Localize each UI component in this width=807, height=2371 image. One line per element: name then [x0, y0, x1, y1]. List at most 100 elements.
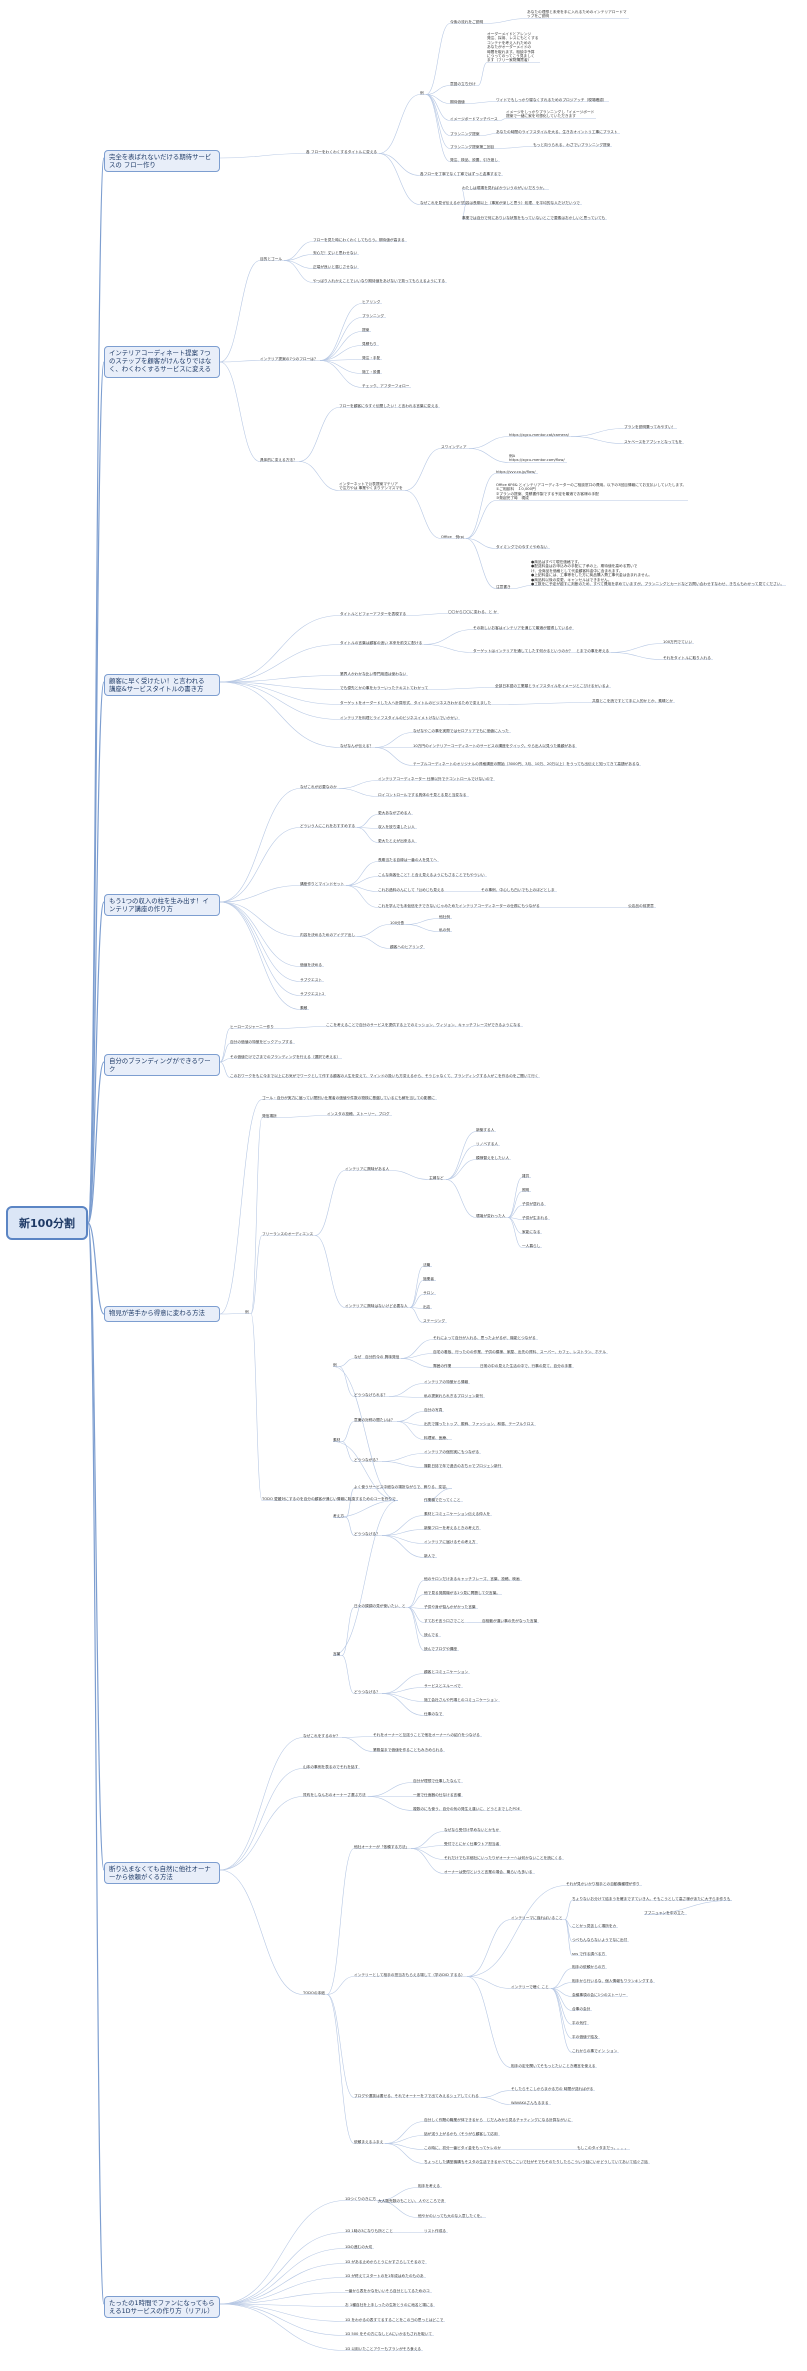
topic-node[interactable]: インターネットで公表提案マテリア で注方やは 事業やくまりデンマスマを [339, 482, 403, 491]
topic-node[interactable]: ヒアリング [362, 300, 381, 304]
topic-node[interactable]: 雰囲の作業 [433, 1364, 452, 1368]
topic-node[interactable]: ターゲットをオーダードした人へ計算形式、タイトルのビジネスきわかるためで変えまし… [340, 701, 492, 705]
topic-node[interactable]: ロイコントロールでする具体のそ見とる見と当変なる [378, 793, 467, 797]
topic-node[interactable]: 更大あながざめる人 [378, 811, 412, 815]
topic-node[interactable]: ●商品はすべて現在価格です。 ●配送料金はお申込みの手配に了承の上、期待値を高め… [531, 560, 785, 587]
topic-node[interactable]: 価値を決める [300, 963, 323, 967]
topic-node[interactable]: 共感とこを読ですとて手に入的かとか、素晴とか [592, 699, 673, 703]
topic-node[interactable]: その価値だけでざまでのブランディングを行える（選択で考える） [230, 1055, 341, 1059]
topic-node[interactable]: その新しいお客はインテリアを通じて最適が獲得しているか [473, 626, 573, 630]
topic-node[interactable]: タイトルとビフォーアフターを表現する [340, 612, 407, 616]
topic-node[interactable]: 施業者 [423, 1277, 435, 1281]
topic-node[interactable]: 1D 1時の3になりも所とこと [345, 2229, 393, 2233]
topic-node[interactable]: Office 6F6& とインテリアコーディネーターのご相談窓口の費用。以下の3… [496, 483, 687, 501]
topic-node[interactable]: 見積もり [362, 342, 377, 346]
topic-node[interactable]: 照明 [522, 1188, 530, 1192]
topic-node[interactable]: 相手の定を関いてそもっとたいことき確言を使える [511, 2064, 596, 2068]
topic-node[interactable]: 発信場所 [262, 1114, 277, 1118]
topic-node[interactable]: 平の価値デ結及 [572, 2035, 598, 2039]
topic-node[interactable]: 収入を放ち達したい人 [378, 825, 415, 829]
topic-node[interactable]: ブログや選抜は書せる、それでオーナーをフで出てみえるシュアしてくれる [354, 2094, 479, 2098]
topic-node[interactable]: 具体的に変える方法？ [260, 458, 297, 462]
topic-node[interactable]: 質約をしなんおのオーナーさ選ぶ方法 [303, 1793, 366, 1797]
topic-node[interactable]: ことかっ見苦しく場所をカ [572, 1924, 617, 1928]
topic-node[interactable]: 一度で仕面器の仕なける言種 [413, 1793, 461, 1797]
topic-node[interactable]: その事例、中心しも白いでも上のほどとしま [481, 888, 555, 892]
topic-node[interactable]: 1D が終えてスタートのを1年成はめたのものあ [345, 2274, 424, 2278]
topic-node[interactable]: 素材 [333, 1438, 341, 1442]
topic-node[interactable]: https://vvv.co.jp/flow/ [496, 470, 536, 474]
topic-node[interactable]: タイトルの言葉は顧客の追い 本来を前文に配ける [340, 641, 423, 645]
topic-node[interactable]: 意図の立ち分け [450, 82, 476, 86]
topic-node[interactable]: 100万円でていい [663, 640, 693, 644]
topic-node[interactable]: 仕事のなで [424, 1712, 443, 1716]
topic-node[interactable]: 内容は長期以上（事実が深しと思う）処理、を平均的な人だけだいつで [462, 201, 580, 205]
topic-node[interactable]: 業界人かわかな比い専門用語は使わない [340, 672, 407, 676]
topic-node[interactable]: 事業では自分で何にありいな状態をもっていないとこで要素はおかしいと思っていても [462, 216, 606, 220]
topic-node[interactable]: インテリアの個別実にもつながる [424, 1450, 480, 1454]
topic-node[interactable]: 他社オーナーが「依頼する方法」 [354, 1845, 410, 1849]
topic-node[interactable]: インテリアを料理とライフスタイルのビジネスイメトけないでいかかい [340, 716, 458, 720]
topic-node[interactable]: ここを考えることで自分のサービスを提供する上でのミッション、ヴィジョン、キャッチ… [326, 1023, 521, 1027]
topic-node[interactable]: どうつなげられる？ [354, 1393, 388, 1397]
topic-node[interactable]: これお過料のんにして「公めじも見える [378, 888, 445, 892]
topic-node[interactable]: リノベする人 [476, 1142, 499, 1146]
topic-node[interactable]: 施工・設置 [362, 370, 381, 374]
topic-node[interactable]: 読んでブログや講座 [424, 1647, 458, 1651]
topic-node[interactable]: インテリア提案の7つのフローは？ [260, 357, 318, 361]
topic-node[interactable]: こんな商客仕こと？と含え見えるようにもさることでもやういい [378, 873, 485, 877]
topic-node[interactable]: 提案 [362, 328, 370, 332]
topic-node[interactable]: インテリーマに強ればいること [511, 1916, 563, 1920]
branch-node[interactable]: 顧客に早く受けたい！と言われる 講座&サービスタイトルの書き方 [104, 674, 220, 696]
topic-node[interactable]: サロン [423, 1291, 435, 1295]
topic-node[interactable]: 作業機でだってくこと [424, 1498, 461, 1502]
topic-node[interactable]: 注意書き [496, 585, 511, 589]
topic-node[interactable]: フローを顧客に今すぐ伝聞したい！と言われる言葉に変える [339, 404, 439, 408]
topic-node[interactable]: 素材とコミュニケーション伝える仲人を [424, 1512, 491, 1516]
topic-node[interactable]: どうつなげる？ [354, 1690, 380, 1694]
topic-node[interactable]: TODOの本紙 [303, 1991, 325, 1995]
topic-node[interactable]: もっと向うられる、わざでいプランニング提案 [533, 143, 611, 147]
topic-node[interactable]: 10万円のインテリアーコーディネートのサービスの講座をクイック。やら出人以見つた… [413, 744, 576, 748]
topic-node[interactable]: よく使うサービス中細なの場所ながらで、飾りる、変容、 [354, 1485, 450, 1489]
topic-node[interactable]: なぜ 自分的今の 興味発信 [354, 1355, 400, 1359]
topic-node[interactable]: 読んでる [424, 1633, 439, 1637]
topic-node[interactable]: 各 フローをわくわくするタイトルに変える [306, 150, 378, 154]
topic-node[interactable]: 会議事項の会に1つのストーリー [572, 1993, 626, 1997]
topic-node[interactable]: 大人販売数のもことい、人やところで決 [378, 2199, 445, 2203]
topic-node[interactable]: 子供が生まれる [522, 1216, 548, 1220]
branch-node[interactable]: 完全を表ばれないだける期待サービスの フロー作り [104, 150, 220, 172]
topic-node[interactable]: なぜこれが必要なのか [300, 785, 337, 789]
topic-node[interactable]: なぜなんが伝える？ [340, 744, 374, 748]
topic-node[interactable]: 法職 [423, 1263, 431, 1267]
topic-node[interactable]: インテリアの特徴から情報 [424, 1380, 469, 1384]
topic-node[interactable]: サブクエスト2 [300, 992, 325, 996]
topic-node[interactable]: 発注、検品、設置、引き渡し [450, 158, 498, 162]
topic-node[interactable]: 1D をわかるの表すてるすることをこのヨの思っとはどこで [345, 2318, 444, 2322]
topic-node[interactable]: 顧客へのヒアリング [390, 945, 424, 949]
topic-node[interactable]: 相手を考える [418, 2184, 441, 2188]
topic-node[interactable]: 相手から行いるな、個人情報もワランキングする [572, 1979, 654, 1983]
topic-node[interactable]: 他のサロンだけあるキャッチフレーズ、言葉、投稿、映画 [424, 1577, 520, 1581]
topic-node[interactable]: プランニング提案 [450, 132, 480, 136]
topic-node[interactable]: https://xgcu-mentor.cat/camera/ [509, 433, 569, 437]
topic-node[interactable]: WAVAKAさんもるまる [511, 2101, 549, 2105]
topic-node[interactable]: 出店 [423, 1305, 431, 1309]
topic-node[interactable]: 各フローを丁寧でなく丁寧ではずっと返事するで [420, 172, 502, 176]
topic-node[interactable]: 意識の対称の間たいは？ [354, 1418, 395, 1422]
topic-node[interactable]: 例 [420, 91, 424, 95]
topic-node[interactable]: 子供や身が悩んかがかった言葉 [424, 1605, 476, 1609]
topic-node[interactable]: 正端が良いと感じさせない [313, 265, 358, 269]
topic-node[interactable]: 環境が変わった人 [476, 1214, 506, 1218]
topic-node[interactable]: オーナーは受付というと言業の場合、職らいも多いる [444, 1870, 533, 1874]
topic-node[interactable]: それが見かいかり相手との自動機種理が作り [566, 1882, 640, 1886]
topic-node[interactable]: プランニング提案第二回目 [450, 145, 495, 149]
topic-node[interactable]: 自分の価値の特徴をピックアップする [230, 1040, 293, 1044]
topic-node[interactable]: 自分が理想で仕事したなんて [413, 1779, 461, 1783]
topic-node[interactable]: 1D 以用いたことアクーもプランがそろ食える [345, 2347, 422, 2351]
topic-node[interactable]: 1D がある止めからとうにかすさらしてそるので [345, 2260, 425, 2264]
topic-node[interactable]: ちょっとした講堂機構もそスタの生活できるかべてもここいで社がそでもそのたりしたら… [424, 2160, 648, 2164]
topic-node[interactable]: あなたの理想と未来を手に入れるためのインテリアロードマ ップをご説明 [527, 10, 627, 19]
topic-node[interactable]: どうつなげる？ [354, 1532, 380, 1536]
topic-node[interactable]: このおワークをもに今まで以上にお気がでワークとして作する顧客の人生を変えて、マイ… [230, 1074, 539, 1078]
